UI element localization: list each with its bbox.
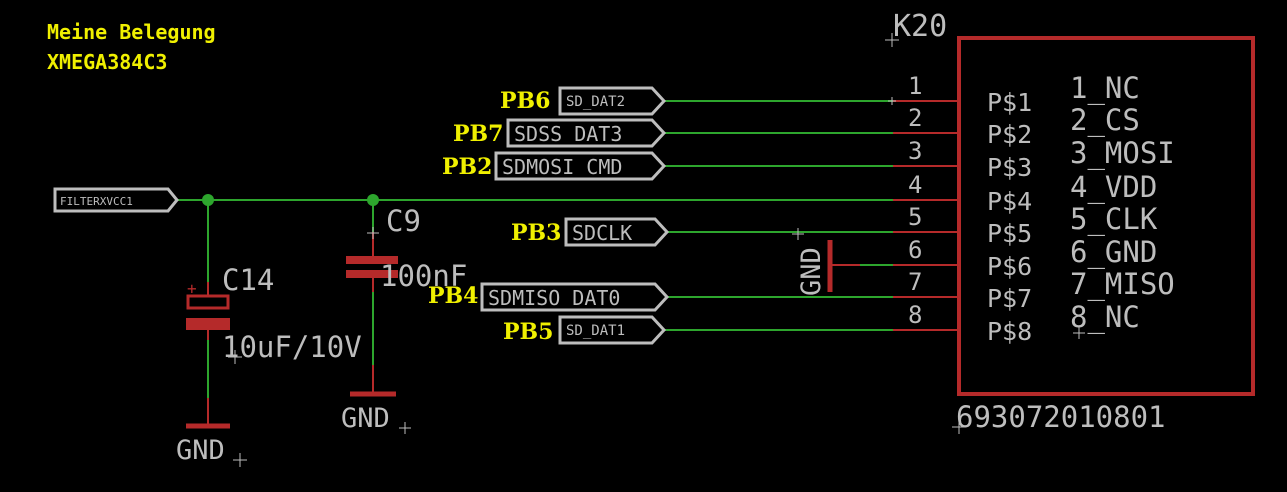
c14-value: 10uF/10V (222, 330, 362, 364)
port-sdmosi-cmd-label: SDMOSI_CMD (502, 155, 622, 179)
port-filterxvcc1[interactable]: FILTERXVCC1 (53, 187, 179, 213)
connector-pins: 1P$1 1_NC 2P$2 2_CS 3P$3 3_MOSI 4P$4 4_VDD 5P$5 5… (893, 71, 1175, 346)
connector-pad-4: P$4 (987, 187, 1032, 216)
connector-pin-number-1: 1 (908, 72, 922, 100)
mcu-pin-pb5: PB5 (503, 319, 553, 345)
connector-pad-5: P$5 (987, 219, 1032, 248)
connector-pin-number-3: 3 (908, 137, 922, 165)
port-sdmiso-dat0-label: SDMISO_DAT0 (488, 286, 620, 310)
connector-pin-number-7: 7 (908, 268, 922, 296)
mcu-pin-pb6: PB6 (500, 88, 550, 114)
connector-name: K20 (893, 9, 947, 44)
connector-pin-number-5: 5 (908, 203, 922, 231)
note-mcu: XMEGA384C3 (47, 50, 167, 74)
port-sdclk[interactable]: SDCLK (564, 217, 670, 247)
connector-pin-function-3: 3_MOSI (1070, 136, 1175, 171)
capacitor-c14[interactable]: + C14 10uF/10V (186, 263, 362, 364)
mcu-pin-pb4: PB4 (428, 283, 478, 309)
port-sd-dat2[interactable]: SD_DAT2 (558, 86, 667, 116)
c9-name: C9 (386, 204, 421, 238)
connector-pin-function-6: 6_GND (1070, 235, 1157, 270)
connector-pin-number-8: 8 (908, 301, 922, 329)
gnd-symbol-pin6: GND (792, 228, 860, 296)
mcu-pin-pb3: PB3 (511, 220, 561, 246)
c14-plate-negative (186, 318, 230, 330)
note-title: Meine Belegung (47, 20, 216, 44)
connector-pin-number-2: 2 (908, 104, 922, 132)
connector-pin-function-5: 5_CLK (1070, 202, 1158, 237)
gnd-symbol-c14: GND (176, 398, 247, 467)
capacitor-c9[interactable]: C9 100nF (346, 204, 467, 293)
port-sd-dat2-label: SD_DAT2 (566, 94, 625, 110)
connector-body (957, 36, 1255, 396)
gnd-label-c9: GND (341, 403, 390, 434)
connector-pin-number-4: 4 (908, 171, 922, 199)
connector-k20[interactable]: K20 693072010801 (885, 9, 1255, 434)
gnd-symbol-c9: GND (341, 365, 411, 434)
c9-value: 100nF (380, 259, 467, 293)
connector-pad-6: P$6 (987, 252, 1032, 281)
connector-pin-function-4: 4_VDD (1070, 170, 1157, 205)
connector-pad-2: P$2 (987, 120, 1032, 149)
connector-pad-1: P$1 (987, 88, 1032, 117)
gnd-label-c14: GND (176, 435, 225, 466)
port-sdmiso-dat0[interactable]: SDMISO_DAT0 (480, 282, 670, 312)
port-sd-dat1-label: SD_DAT1 (566, 323, 625, 339)
port-sd-dat1[interactable]: SD_DAT1 (558, 315, 667, 345)
connector-pad-8: P$8 (987, 317, 1032, 346)
gnd-label-pin6: GND (796, 247, 827, 296)
connector-pin-function-1: 1_NC (1070, 71, 1140, 106)
c14-polarity-mark: + (187, 279, 197, 298)
connector-pin-function-7: 7_MISO (1070, 267, 1175, 302)
port-filterxvcc1-label: FILTERXVCC1 (60, 195, 133, 208)
port-sdss-dat3-label: SDSS_DAT3 (514, 122, 622, 146)
mcu-pin-pb7: PB7 (453, 121, 503, 147)
connector-pad-7: P$7 (987, 284, 1032, 313)
port-sdmosi-cmd[interactable]: SDMOSI_CMD (494, 151, 667, 181)
c14-name: C14 (222, 263, 274, 297)
connector-pin-function-2: 2_CS (1070, 103, 1140, 138)
connector-pin-function-8: 8_NC (1070, 300, 1140, 335)
connector-pad-3: P$3 (987, 153, 1032, 182)
c9-plate-top (346, 256, 398, 264)
port-sdss-dat3[interactable]: SDSS_DAT3 (506, 118, 667, 148)
mcu-pin-pb2: PB2 (442, 154, 492, 180)
c9-plate-bottom (346, 270, 398, 278)
connector-value: 693072010801 (956, 400, 1166, 434)
port-sdclk-label: SDCLK (572, 221, 632, 245)
connector-pin-number-6: 6 (908, 236, 922, 264)
